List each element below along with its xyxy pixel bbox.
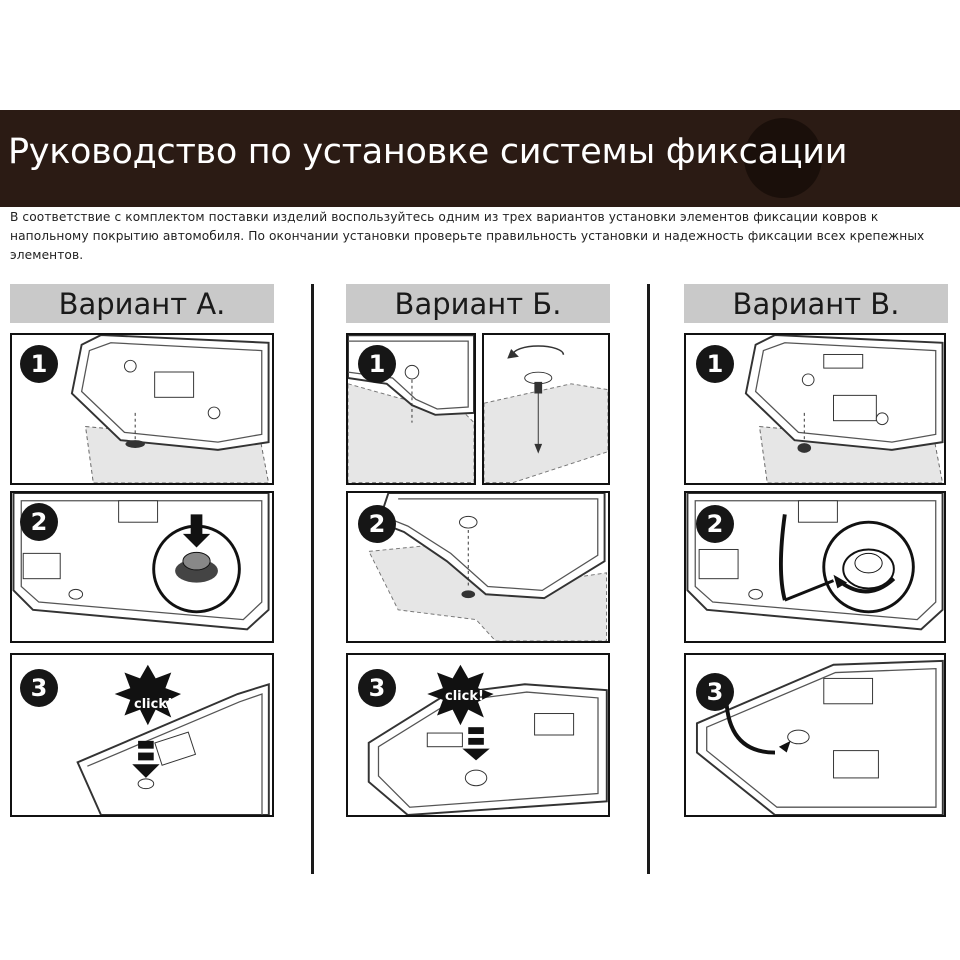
variant-v-step-3-illustration bbox=[695, 659, 944, 815]
banner-decoration bbox=[744, 118, 822, 198]
step-number-badge: 3 bbox=[696, 673, 734, 711]
variant-a-step-3-panel: 3 click! bbox=[10, 653, 274, 817]
step-number-badge: 2 bbox=[696, 505, 734, 543]
page-title: Руководство по установке системы фиксаци… bbox=[8, 132, 848, 172]
variant-b-step-2-illustration bbox=[368, 493, 608, 641]
intro-text: В соответствие с комплектом поставки изд… bbox=[10, 210, 925, 262]
title-banner: Руководство по установке системы фиксаци… bbox=[0, 110, 960, 207]
variant-b-step-2-panel: 2 bbox=[346, 491, 610, 643]
variant-b-column: Вариант Б. bbox=[346, 284, 610, 323]
variant-v-step-3-panel: 3 bbox=[684, 653, 946, 817]
variant-a-step-2-illustration bbox=[12, 493, 270, 631]
variant-a-heading: Вариант А. bbox=[10, 284, 274, 323]
step-number-badge: 3 bbox=[358, 669, 396, 707]
variant-b-step-3-illustration bbox=[367, 664, 608, 815]
variant-v-step-2-illustration bbox=[686, 493, 944, 631]
click-label: click! bbox=[134, 697, 173, 712]
step-number-badge: 1 bbox=[358, 345, 396, 383]
variant-b-step-1b-panel bbox=[482, 333, 610, 485]
column-separator bbox=[311, 284, 314, 874]
variant-v-step-1-illustration bbox=[744, 335, 944, 483]
variant-b-step-1a-panel: 1 bbox=[346, 333, 476, 485]
variant-a-step-3-illustration bbox=[76, 664, 270, 815]
step-number-badge: 2 bbox=[358, 505, 396, 543]
variant-b-heading: Вариант Б. bbox=[346, 284, 610, 323]
variant-v-column: Вариант В. bbox=[684, 284, 948, 323]
column-separator bbox=[647, 284, 650, 874]
step-number-badge: 2 bbox=[20, 503, 58, 541]
step-number-badge: 3 bbox=[20, 669, 58, 707]
step-number-badge: 1 bbox=[696, 345, 734, 383]
variant-v-heading: Вариант В. bbox=[684, 284, 948, 323]
variant-a-step-1-panel: 1 bbox=[10, 333, 274, 485]
click-label: click! bbox=[445, 689, 484, 704]
variant-a-step-1-illustration bbox=[70, 335, 270, 483]
step-number-badge: 1 bbox=[20, 345, 58, 383]
variant-a-step-2-panel: 2 bbox=[10, 491, 274, 643]
variant-b-step-1b-illustration bbox=[484, 345, 608, 483]
variant-v-step-1-panel: 1 bbox=[684, 333, 946, 485]
variant-b-step-3-panel: 3 click! bbox=[346, 653, 610, 817]
variant-v-step-2-panel: 2 bbox=[684, 491, 946, 643]
variant-a-column: Вариант А. bbox=[10, 284, 274, 323]
